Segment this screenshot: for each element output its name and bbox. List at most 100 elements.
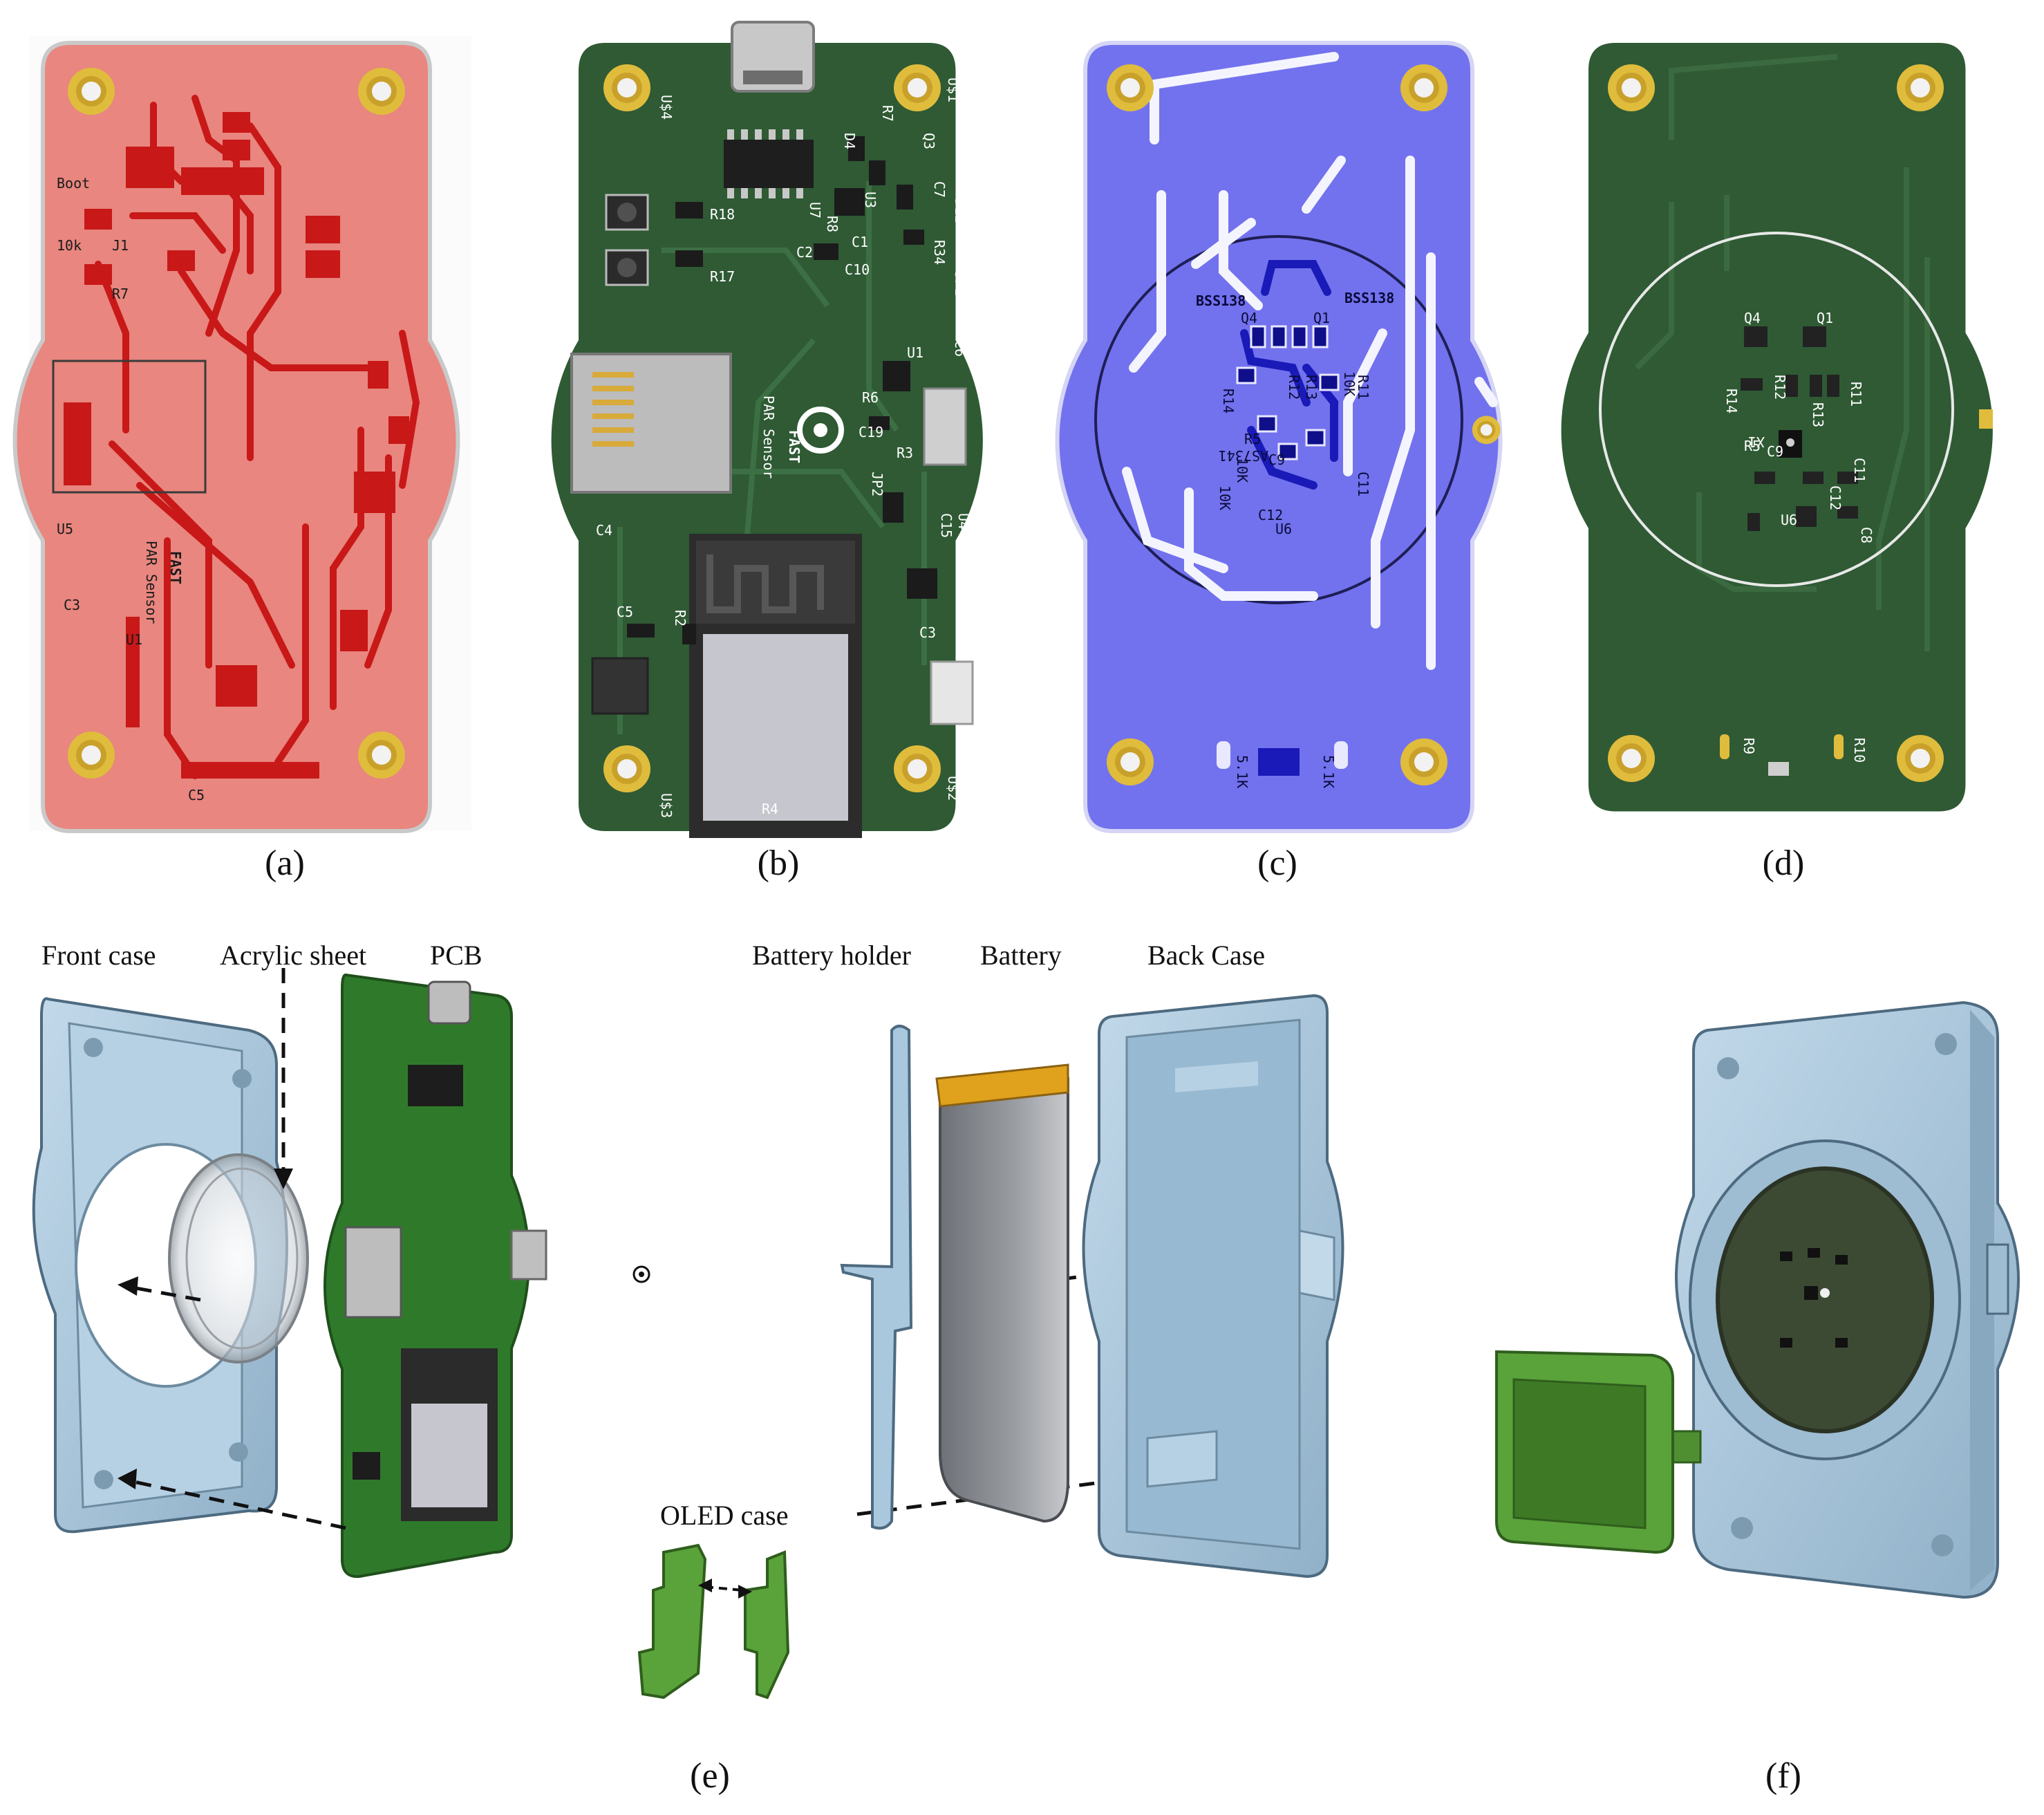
panel-a-silk-r17: R7 — [112, 286, 129, 302]
label-battery: Battery — [980, 940, 1062, 971]
panel-d-silk-r9: R9 — [1741, 738, 1757, 754]
panel-a-silk-r18: J1 — [112, 237, 129, 254]
panel-c-silk-r12: R12 — [1286, 375, 1302, 400]
panel-c-silk-c12: C12 — [1258, 507, 1283, 523]
panel-b-smd-parts — [627, 136, 937, 644]
panel-b-silk-r18: R18 — [710, 206, 735, 223]
panel-d-silk-q1: Q1 — [1817, 310, 1833, 326]
panel-b-logo-gear-icon — [797, 407, 844, 454]
panel-a-pads — [64, 112, 409, 779]
panel-d-silk-c8: C8 — [1858, 527, 1875, 543]
panel-c-silk-q4: Q4 — [1241, 310, 1257, 326]
panel-c-silk-u6: U6 — [1275, 521, 1292, 537]
panel-b-inductor — [591, 657, 649, 715]
panel-d: Q4 Q1 R14 R12 R13 R11 X1 R5 C9 C12 C11 U… — [1561, 43, 1993, 812]
panel-c-silk-5k1-b: 5.1K — [1320, 755, 1337, 788]
panel-b-silk-d4: D4 — [841, 133, 858, 149]
panel-b-silk-c5: C5 — [617, 604, 633, 620]
panel-c-silk-r13: R13 — [1303, 375, 1320, 400]
battery — [935, 1063, 1069, 1523]
panel-a: FAST PAR Sensor U1 J1 R7 U5 C3 Boot 10k … — [15, 36, 471, 831]
label-acrylic-sheet: Acrylic sheet — [220, 940, 366, 971]
panel-d-usb-pads — [1720, 734, 1844, 776]
panel-c-silk-bss138-left: BSS138 — [1196, 292, 1246, 309]
label-back-case: Back Case — [1147, 940, 1265, 971]
panel-d-silk-c12: C12 — [1827, 485, 1844, 510]
panel-b-silk-r7: R7 — [879, 105, 896, 122]
caption-c: (c) — [1257, 844, 1297, 883]
panel-c: BSS138 BSS138 Q4 Q1 R14 R12 R13 R11 10K … — [1058, 43, 1501, 831]
assembled-sensor-window — [1716, 1166, 1934, 1433]
panel-b-silk-jp2: JP2 — [869, 472, 885, 496]
panel-a-silk-c5: C3 — [64, 597, 80, 613]
panel-d-silk-r11: R11 — [1848, 382, 1864, 407]
panel-d-silk-u6: U6 — [1781, 512, 1797, 528]
panel-d-silk-c11: C11 — [1851, 458, 1868, 483]
back-case — [1082, 994, 1344, 1579]
panel-b-silk-r17: R17 — [710, 268, 735, 285]
panel-b-silk-r34: R34 — [931, 240, 948, 265]
panel-c-silk-c11: C11 — [1355, 472, 1371, 496]
panel-c-silk-10k-b: 10K — [1234, 458, 1250, 483]
panel-c-traces — [1122, 52, 1498, 670]
panel-c-silk-bss138-right: BSS138 — [1344, 290, 1394, 306]
panel-c-silk-q1: Q1 — [1313, 310, 1330, 326]
panel-d-silk-r5: R5 — [1744, 438, 1761, 454]
panel-a-silk-u2: U1 — [126, 631, 142, 648]
caption-e: (e) — [690, 1756, 730, 1796]
panel-c-silk-as7341: AS7341 — [1219, 447, 1268, 464]
assembled-oled-case — [1495, 1350, 1702, 1554]
panel-c-usb-pads — [1217, 741, 1348, 776]
panel-b-silk-r4: R4 — [762, 801, 778, 817]
panel-b-silk-u4b: U4 — [955, 513, 972, 530]
panel-b-logo-title: FAST — [786, 430, 803, 463]
panel-b-silk-u1b: U1 — [907, 344, 923, 361]
label-pcb: PCB — [430, 940, 482, 971]
panel-d-pad — [1979, 409, 1993, 429]
panel-a-logo-subtitle: PAR Sensor — [143, 541, 160, 624]
panel-c-silk-r11: R11 — [1355, 375, 1371, 400]
panel-a-silk-c4: U5 — [57, 521, 73, 537]
panel-a-silk-boot: 10k — [57, 237, 82, 254]
caption-a: (a) — [265, 844, 305, 883]
panel-d-sensor-ring — [1599, 232, 1954, 587]
panel-b-silk-r3: R3 — [897, 445, 913, 461]
label-battery-holder: Battery holder — [752, 940, 911, 971]
panel-c-silk-c9: C9 — [1268, 452, 1285, 468]
panel-d-silk-r12: R12 — [1772, 375, 1788, 400]
panel-b-jst-connector — [923, 387, 967, 466]
panel-b-silk-c19: C19 — [859, 424, 883, 440]
panel-b-silk-d12: D12 — [952, 198, 968, 223]
caption-b: (b) — [758, 844, 800, 883]
battery-holder — [840, 1025, 913, 1530]
caption-d: (d) — [1763, 844, 1805, 883]
panel-b-silk-c7: C7 — [931, 181, 948, 198]
panel-b-silk-u7: U7 — [807, 202, 823, 218]
panel-b-silk-c10: C10 — [845, 261, 870, 278]
panel-d-silk-r10: R10 — [1851, 738, 1868, 763]
panel-b-ic-u3 — [724, 140, 814, 188]
panel-b-silk-c3: C3 — [919, 624, 936, 641]
panel-b-silk-u1: U$1 — [945, 77, 962, 102]
panel-b-silk-u3: U$3 — [658, 793, 675, 818]
panel-b-silk-u4: U$4 — [658, 95, 675, 120]
panel-b-silk-r2: R2 — [672, 610, 688, 626]
panel-a-silk-r4: C5 — [188, 787, 205, 803]
panel-b-silk-c4: C4 — [596, 522, 612, 539]
caption-f: (f) — [1765, 1756, 1801, 1796]
panel-c-silk-10k-a: 10K — [1341, 371, 1358, 396]
panel-b: FAST PAR Sensor U$4 U$1 U$3 U$2 R7 D4 Q3… — [551, 21, 989, 838]
panel-e: Front case Acrylic sheet PCB Battery hol… — [32, 940, 1344, 1700]
acrylic-sheet — [168, 1153, 309, 1363]
panel-d-silk-c9: C9 — [1767, 443, 1783, 460]
panel-d-silk-r14: R14 — [1723, 389, 1740, 413]
panel-b-silk-c2: C2 — [796, 244, 813, 261]
panel-a-silk-reset: Boot — [57, 175, 90, 192]
target-marker-icon — [632, 1265, 650, 1283]
panel-c-silk-r14: R14 — [1220, 389, 1237, 413]
panel-d-smd-parts — [1741, 326, 1858, 531]
panel-b-silk-c6: C6 — [952, 340, 968, 357]
assembled-visible-parts — [1780, 1248, 1848, 1348]
panel-b-silk-c1: C1 — [852, 234, 868, 250]
